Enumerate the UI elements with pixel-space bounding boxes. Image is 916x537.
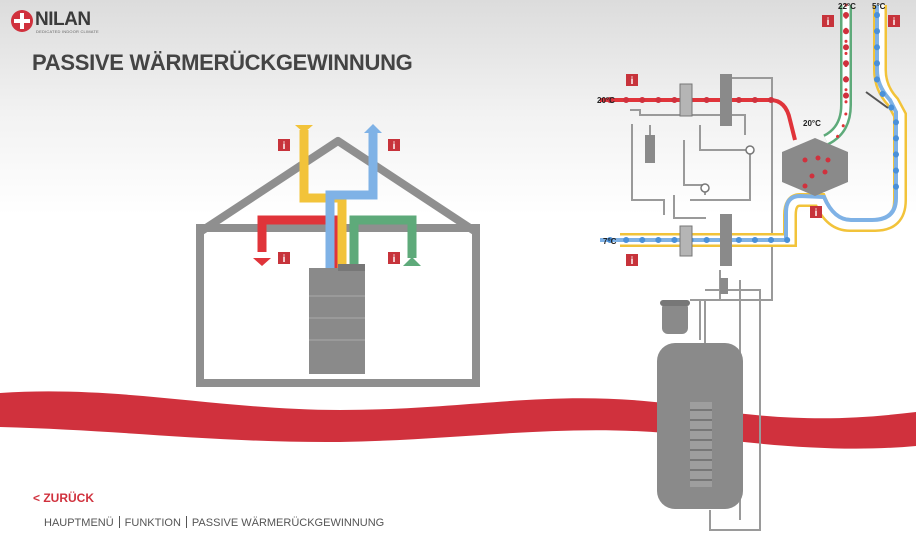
extract-arrow: [253, 258, 271, 266]
supply-duct: [349, 215, 417, 266]
ventilation-unit: [309, 268, 365, 374]
info-glyph: i: [393, 141, 396, 152]
supply-arrow: [403, 257, 421, 266]
filter-2: [679, 225, 693, 257]
info-button-supply[interactable]: i: [388, 252, 400, 265]
info-button-fresh[interactable]: i: [388, 139, 400, 152]
coil-2: [720, 214, 732, 266]
logo-text: NILAN: [35, 9, 91, 30]
logo-tagline: DEDICATED INDOOR CLIMATE: [36, 29, 99, 34]
back-link[interactable]: < ZURÜCK: [33, 491, 95, 505]
house-roof: [197, 137, 479, 236]
coil-1: [720, 74, 732, 126]
info-glyph: i: [393, 254, 396, 265]
schematic-exhaust-duct: [620, 5, 907, 247]
info-button-schematic-supply[interactable]: i: [822, 15, 834, 28]
red-wave: [0, 391, 916, 449]
breadcrumb-separator: [118, 516, 120, 528]
temp-supply-out: 22°C: [838, 2, 856, 11]
info-button-exhaust[interactable]: i: [278, 139, 290, 152]
info-glyph: i: [815, 208, 818, 219]
info-glyph: i: [631, 256, 634, 267]
breadcrumb-item-current: PASSIVE WÄRMERÜCKGEWINNUNG: [191, 517, 385, 529]
breadcrumb-item-main-menu[interactable]: HAUPTMENÜ: [44, 517, 114, 529]
info-glyph: i: [827, 17, 830, 28]
exhaust-duct: [299, 130, 347, 268]
exhaust-arrow: [295, 125, 313, 133]
info-button-schematic-exchanger[interactable]: i: [810, 206, 822, 219]
breadcrumb-separator: [185, 516, 187, 528]
schematic-extract-duct: [600, 98, 797, 141]
info-button-extract[interactable]: i: [278, 252, 290, 265]
info-glyph: i: [631, 76, 634, 87]
breadcrumb: HAUPTMENÜ FUNKTION PASSIVE WÄRMERÜCKGEWINN…: [44, 516, 384, 529]
temp-extract-in: 20°C: [597, 96, 615, 105]
info-glyph: i: [283, 254, 286, 265]
page-title: PASSIVE WÄRMERÜCKGEWINNUNG: [32, 50, 413, 75]
info-glyph: i: [283, 141, 286, 152]
info-glyph: i: [893, 17, 896, 28]
info-button-schematic-outdoor[interactable]: i: [888, 15, 900, 28]
filter-1: [679, 83, 693, 117]
danish-flag-icon: [11, 10, 33, 32]
info-button-schematic-extract[interactable]: i: [626, 74, 638, 87]
fresh-duct: [325, 132, 378, 268]
compressor: [662, 302, 688, 334]
temp-exhaust-out: 7°C: [603, 237, 617, 246]
system-schematic: [600, 3, 907, 531]
temp-exchanger-out: 20°C: [803, 119, 821, 128]
breadcrumb-item-function[interactable]: FUNKTION: [124, 517, 181, 529]
component-a: [645, 135, 655, 163]
nilan-logo: NILAN DEDICATED INDOOR CLIMATE: [11, 9, 111, 35]
info-button-schematic-exhaust[interactable]: i: [626, 254, 638, 267]
temp-outdoor-in: 5°C: [872, 2, 886, 11]
heat-exchanger: [782, 138, 848, 196]
fresh-arrow: [364, 124, 382, 133]
house-diagram: [196, 124, 480, 387]
